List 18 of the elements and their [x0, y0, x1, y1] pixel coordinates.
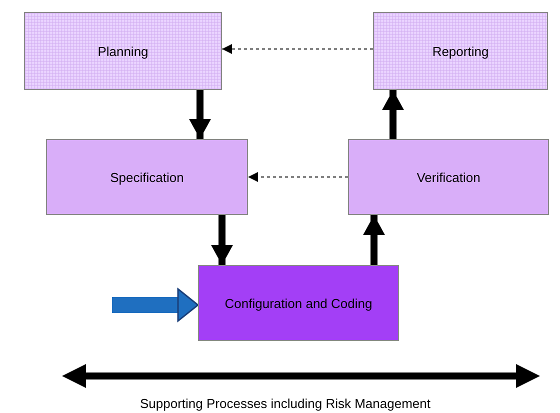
box-label: Configuration and Coding: [224, 294, 374, 312]
arrow: [222, 44, 374, 54]
process-box: [198, 265, 399, 341]
box-label: Reporting: [431, 42, 490, 60]
arrow: [363, 215, 385, 265]
arrow: [382, 90, 404, 139]
caption-label: Supporting Processes including Risk Management: [140, 396, 430, 411]
box-label: Specification: [109, 168, 185, 186]
arrow: [112, 288, 199, 322]
box-label: Planning: [96, 42, 150, 60]
process-box: [46, 139, 248, 215]
arrow: [189, 90, 211, 139]
arrow: [211, 215, 233, 265]
arrow: [248, 172, 348, 182]
box-label: Verification: [416, 168, 482, 186]
process-box: [24, 12, 222, 90]
process-box: [373, 12, 548, 90]
process-box: [348, 139, 549, 215]
